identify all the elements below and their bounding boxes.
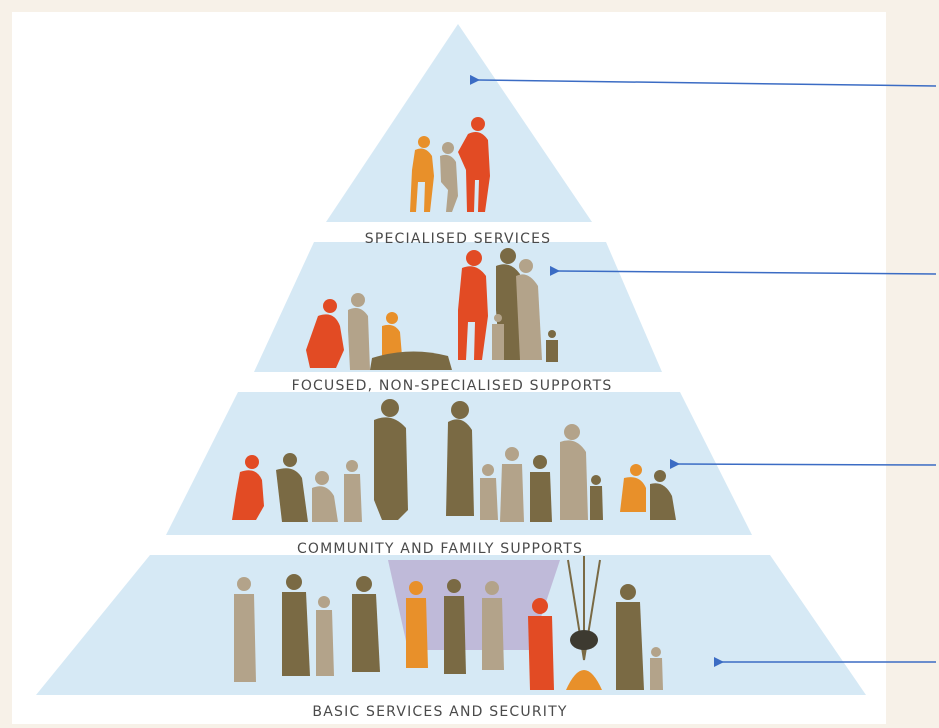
layer-label-community: COMMUNITY AND FAMILY SUPPORTS — [297, 541, 583, 557]
figures-specialised — [410, 117, 490, 212]
arrow-specialised — [469, 74, 937, 87]
layer-label-basic: BASIC SERVICES AND SECURITY — [312, 704, 567, 720]
figures-focused — [306, 248, 558, 370]
figures-community — [232, 399, 676, 522]
arrow-community — [669, 458, 937, 469]
cooking-fire — [566, 556, 602, 690]
arrow-focused — [549, 265, 937, 276]
tent-shape — [388, 560, 560, 650]
layer-label-specialised: SPECIALISED SERVICES — [365, 231, 551, 247]
layer-label-focused: FOCUSED, NON-SPECIALISED SUPPORTS — [292, 378, 613, 394]
pyramid-layer-top — [326, 24, 592, 222]
figures-basic — [234, 556, 663, 690]
